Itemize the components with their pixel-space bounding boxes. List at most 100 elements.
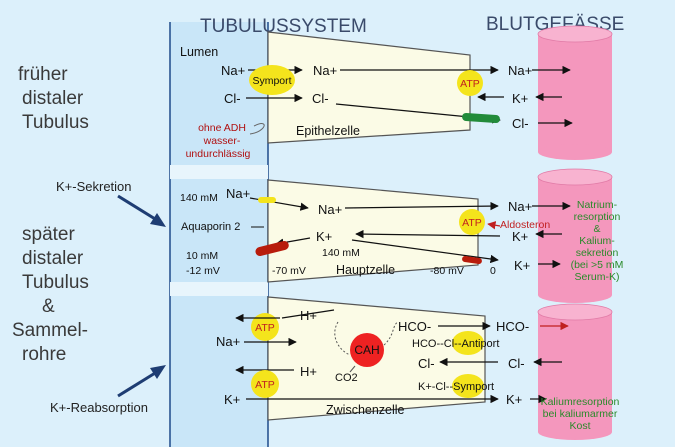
- cl-lumen-1: Cl-: [224, 91, 241, 106]
- atp-pump-2-label: ATP: [462, 217, 482, 229]
- lumen-zone: [170, 22, 268, 447]
- label-spaeter-distaler-tubulus: später distaler Tubulus & Sammel- rohre: [12, 224, 89, 365]
- label-frueher-distaler-tubulus: früher distaler Tubulus: [18, 64, 89, 133]
- atp-pump-2: [459, 209, 485, 235]
- mv-basal: -80 mV: [430, 265, 464, 277]
- h-bottom: H+: [300, 364, 317, 379]
- h-top: H+: [300, 308, 317, 323]
- svg-text:distaler: distaler: [22, 88, 84, 109]
- svg-text:Serum-K): Serum-K): [575, 271, 620, 283]
- atp-pump-1-label: ATP: [460, 78, 480, 90]
- na-cell-2: Na+: [318, 202, 342, 217]
- svg-text:&: &: [593, 223, 600, 235]
- na-lumen-2: Na+: [226, 186, 250, 201]
- mv-lumen: -12 mV: [186, 265, 220, 277]
- separator-1: [170, 165, 268, 179]
- arrow-k-cell-blood-2: [351, 239, 499, 264]
- k-channel-basal: [462, 256, 482, 264]
- na-blood-1: Na+: [508, 63, 532, 78]
- conc-140mm-cell: 140 mM: [322, 247, 360, 259]
- adh-note: ohne ADH wasser- undurchlässig: [186, 122, 251, 160]
- hco-blood: HCO-: [496, 319, 529, 334]
- line-co2: [349, 365, 356, 373]
- cell1-name: Epithelzelle: [296, 124, 360, 138]
- arrow-k-sekretion-head: [150, 213, 166, 227]
- cell3-name: Zwischenzelle: [326, 403, 405, 417]
- k-channel-apical: [255, 240, 289, 257]
- cl-blood-1: Cl-: [512, 116, 529, 131]
- symport-1: [249, 65, 295, 95]
- blood-vessel-1: [537, 25, 613, 160]
- enac-channel: [258, 197, 276, 203]
- svg-text:Tubulus: Tubulus: [22, 272, 89, 293]
- arrow-k-sekretion: [117, 194, 161, 224]
- svg-text:später: später: [22, 224, 75, 245]
- separator-2: [170, 282, 268, 296]
- svg-text:resorption: resorption: [574, 211, 621, 223]
- svg-text:Kost: Kost: [569, 420, 590, 432]
- blood-vessel-2: [537, 168, 613, 303]
- cl-channel-green: [462, 112, 500, 124]
- atp-pump-3b-label: ATP: [255, 379, 275, 391]
- symport-transporter-3: [452, 374, 484, 398]
- k-cell-2: K+: [316, 229, 332, 244]
- label-k-reabsorption: K+-Reabsorption: [50, 400, 148, 415]
- cl-blood-3: Cl-: [508, 356, 525, 371]
- lumen-label: Lumen: [180, 45, 218, 59]
- svg-text:(bei >5 mM: (bei >5 mM: [571, 259, 624, 271]
- symport-3-label: K+-Cl--Symport: [418, 381, 494, 393]
- arrow-aldosteron: [487, 221, 501, 230]
- conc-140mm-lumen: 140 mM: [180, 192, 218, 204]
- antiport-transporter: [452, 331, 484, 355]
- svg-text:bei kaliumarmer: bei kaliumarmer: [543, 408, 618, 420]
- svg-text:Kalium-: Kalium-: [579, 235, 615, 247]
- aquaporin-label: Aquaporin 2: [181, 221, 240, 233]
- cah-enzyme: [350, 333, 384, 367]
- svg-text:Tubulus: Tubulus: [22, 112, 89, 133]
- atp-pump-1: [457, 70, 483, 96]
- k-blood-1: K+: [512, 91, 528, 106]
- na-cell-1: Na+: [313, 63, 337, 78]
- cl-cell-1: Cl-: [312, 91, 329, 106]
- arrow-na-cell-blood-2: [344, 201, 499, 211]
- co2-label: CO2: [335, 372, 358, 384]
- cah-label: CAH: [354, 343, 379, 357]
- antiport-label: HCO--Cl--Antiport: [412, 338, 499, 350]
- svg-text:früher: früher: [18, 64, 68, 85]
- atp-pump-3b: [251, 370, 279, 398]
- aldosteron-label: Aldosteron: [500, 219, 550, 231]
- cell2-name: Hauptzelle: [336, 263, 395, 277]
- k-lumen-3: K+: [224, 392, 240, 407]
- atp-pump-3a: [251, 313, 279, 341]
- arrow-k-reabsorption: [117, 368, 161, 398]
- arrow-k-blood-cell-2: [355, 229, 501, 239]
- cl-cell-3: Cl-: [418, 356, 435, 371]
- k-blood-2b: K+: [514, 258, 530, 273]
- svg-text:Kaliumresorption: Kaliumresorption: [541, 396, 620, 408]
- zero-mv: 0: [490, 265, 496, 277]
- symport-1-label: Symport: [252, 75, 291, 87]
- note-kaliumresorption: Kaliumresorption bei kaliumarmer Kost: [541, 396, 620, 432]
- header-tubulussystem: TUBULUSSYSTEM: [200, 16, 367, 37]
- na-lumen-3: Na+: [216, 334, 240, 349]
- svg-text:rohre: rohre: [22, 344, 66, 365]
- k-blood-2a: K+: [512, 229, 528, 244]
- arrow-k-reabsorption-head: [150, 365, 166, 379]
- svg-text:ohne ADH: ohne ADH: [198, 122, 246, 134]
- adh-curl: [249, 123, 265, 135]
- na-lumen-1: Na+: [221, 63, 245, 78]
- svg-text:Sammel-: Sammel-: [12, 320, 88, 341]
- label-k-sekretion: K+-Sekretion: [56, 179, 132, 194]
- svg-text:sekretion: sekretion: [576, 247, 619, 259]
- mv-apical: -70 mV: [272, 265, 306, 277]
- svg-text:&: &: [42, 296, 55, 317]
- blood-vessel-3: [537, 303, 613, 440]
- svg-text:Natrium-: Natrium-: [577, 199, 618, 211]
- na-blood-2: Na+: [508, 199, 532, 214]
- cell-epithelzelle: [267, 31, 471, 144]
- cah-reaction-curve-2: [383, 321, 399, 346]
- line-h-top: [281, 309, 335, 319]
- svg-text:undurchlässig: undurchlässig: [186, 148, 251, 160]
- k-blood-3: K+: [506, 392, 522, 407]
